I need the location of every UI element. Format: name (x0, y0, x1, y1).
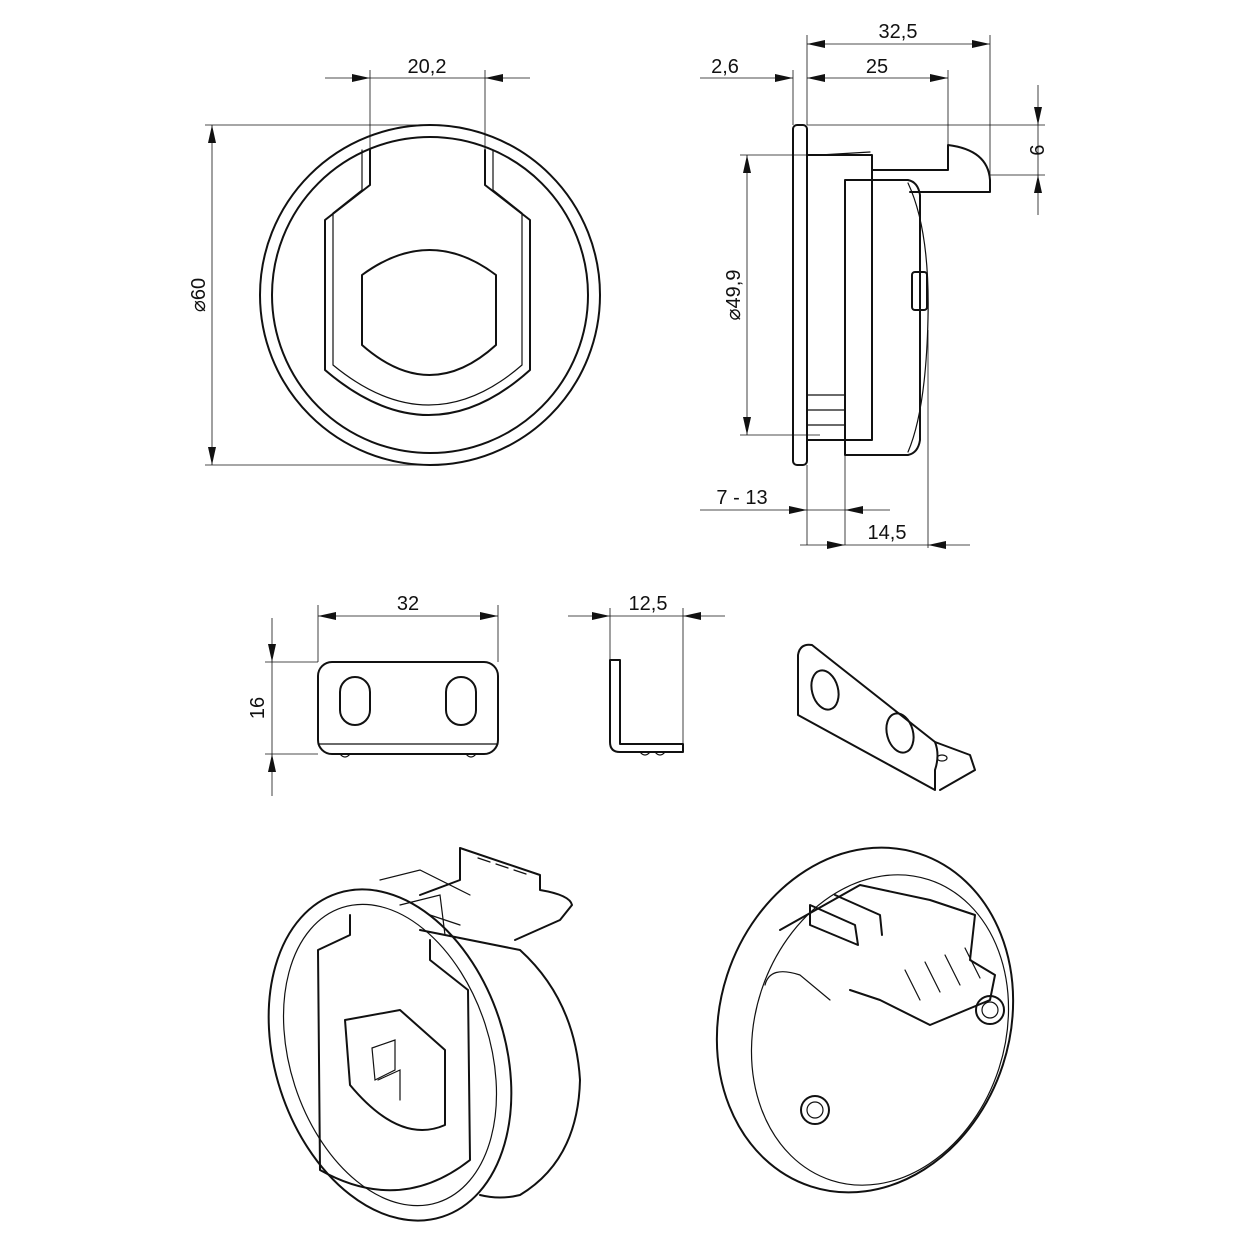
iso-right-tabs (809, 894, 883, 946)
arrow (480, 612, 498, 620)
arrow (268, 754, 276, 772)
arrow (845, 506, 863, 514)
arrow (743, 417, 751, 435)
angle-profile (609, 659, 684, 753)
arrow (352, 74, 370, 82)
plate-outline (317, 661, 499, 755)
front-diameter-label: ⌀60 (188, 278, 210, 312)
side-top-edge (819, 151, 871, 156)
iso-slot-2 (885, 712, 915, 754)
plate-slot-left (339, 676, 371, 726)
arrow (972, 40, 990, 48)
arrow (208, 447, 216, 465)
arrow (789, 506, 807, 514)
plate-width-label: 32 (397, 593, 419, 615)
front-width-label: 20,2 (408, 56, 447, 78)
angle-width-label: 12,5 (629, 593, 668, 615)
side-ribs (806, 394, 846, 426)
iso-plate (797, 643, 939, 791)
side-cover (907, 182, 929, 453)
side-thickness-label: 7 - 13 (716, 487, 767, 509)
arrow (775, 74, 793, 82)
iso-right-screw-2 (975, 995, 1005, 1025)
arrow (318, 612, 336, 620)
arrow (268, 644, 276, 662)
arrow (827, 541, 845, 549)
side-body-label: 14,5 (868, 522, 907, 544)
side-body (844, 179, 921, 456)
iso-left-opening (317, 914, 471, 1192)
iso-right-screw-1-head (806, 1101, 824, 1119)
iso-left-flange-inner (282, 903, 498, 1207)
arrow (930, 74, 948, 82)
arrow (485, 74, 503, 82)
iso-base (934, 741, 976, 791)
iso-left-ribs (379, 869, 471, 936)
side-flange-label: 2,6 (711, 56, 739, 78)
plate-feet (339, 753, 477, 758)
front-opening-inner (332, 149, 523, 406)
arrow (683, 612, 701, 620)
side-neck (806, 154, 873, 441)
iso-right-screw-2-head (981, 1001, 999, 1019)
side-screw (911, 271, 928, 311)
arrow (208, 125, 216, 143)
arrow (1034, 107, 1042, 125)
iso-right-bolt-ribs (904, 947, 981, 1001)
side-flange (792, 124, 808, 466)
iso-left-cam (344, 1009, 446, 1131)
arrow (807, 40, 825, 48)
iso-left-bolt (419, 847, 573, 941)
iso-hole (936, 754, 948, 762)
iso-right-body (750, 874, 1010, 1186)
arrow (743, 155, 751, 173)
side-diameter-label: ⌀49,9 (723, 270, 745, 321)
strike-plate-front: 32 16 (247, 593, 499, 796)
iso-lock-right (715, 846, 1015, 1194)
arrow (807, 74, 825, 82)
front-cam (361, 249, 497, 376)
iso-lock-left (267, 847, 581, 1222)
iso-right-screw-1 (800, 1095, 830, 1125)
plate-height-label: 16 (247, 697, 269, 719)
arrow (928, 541, 946, 549)
plate-slot-right (445, 676, 477, 726)
iso-left-housing (419, 929, 581, 1199)
front-inner-rim (271, 136, 589, 454)
arrow (592, 612, 610, 620)
side-bolt-label: 25 (866, 56, 888, 78)
side-bolt (871, 144, 991, 193)
iso-slot-1 (810, 669, 840, 711)
iso-right-flange (715, 846, 1015, 1194)
iso-right-bolt-housing (779, 884, 996, 1026)
front-view: 20,2 ⌀60 (188, 56, 601, 466)
side-view: 32,5 2,6 25 9 ⌀49,9 7 - 13 (700, 21, 1047, 549)
side-total-label: 32,5 (879, 21, 918, 43)
strike-plate-iso (797, 643, 976, 791)
iso-left-flange (267, 888, 513, 1222)
iso-left-bolt-ribs (477, 857, 527, 875)
side-bolt-height-label: 9 (1025, 144, 1047, 155)
iso-left-cam-detail (371, 1039, 401, 1101)
strike-plate-side: 12,5 (568, 593, 725, 756)
angle-feet (639, 751, 666, 756)
arrow (1034, 175, 1042, 193)
iso-right-cover-edge (764, 971, 831, 1001)
front-opening (324, 149, 531, 416)
